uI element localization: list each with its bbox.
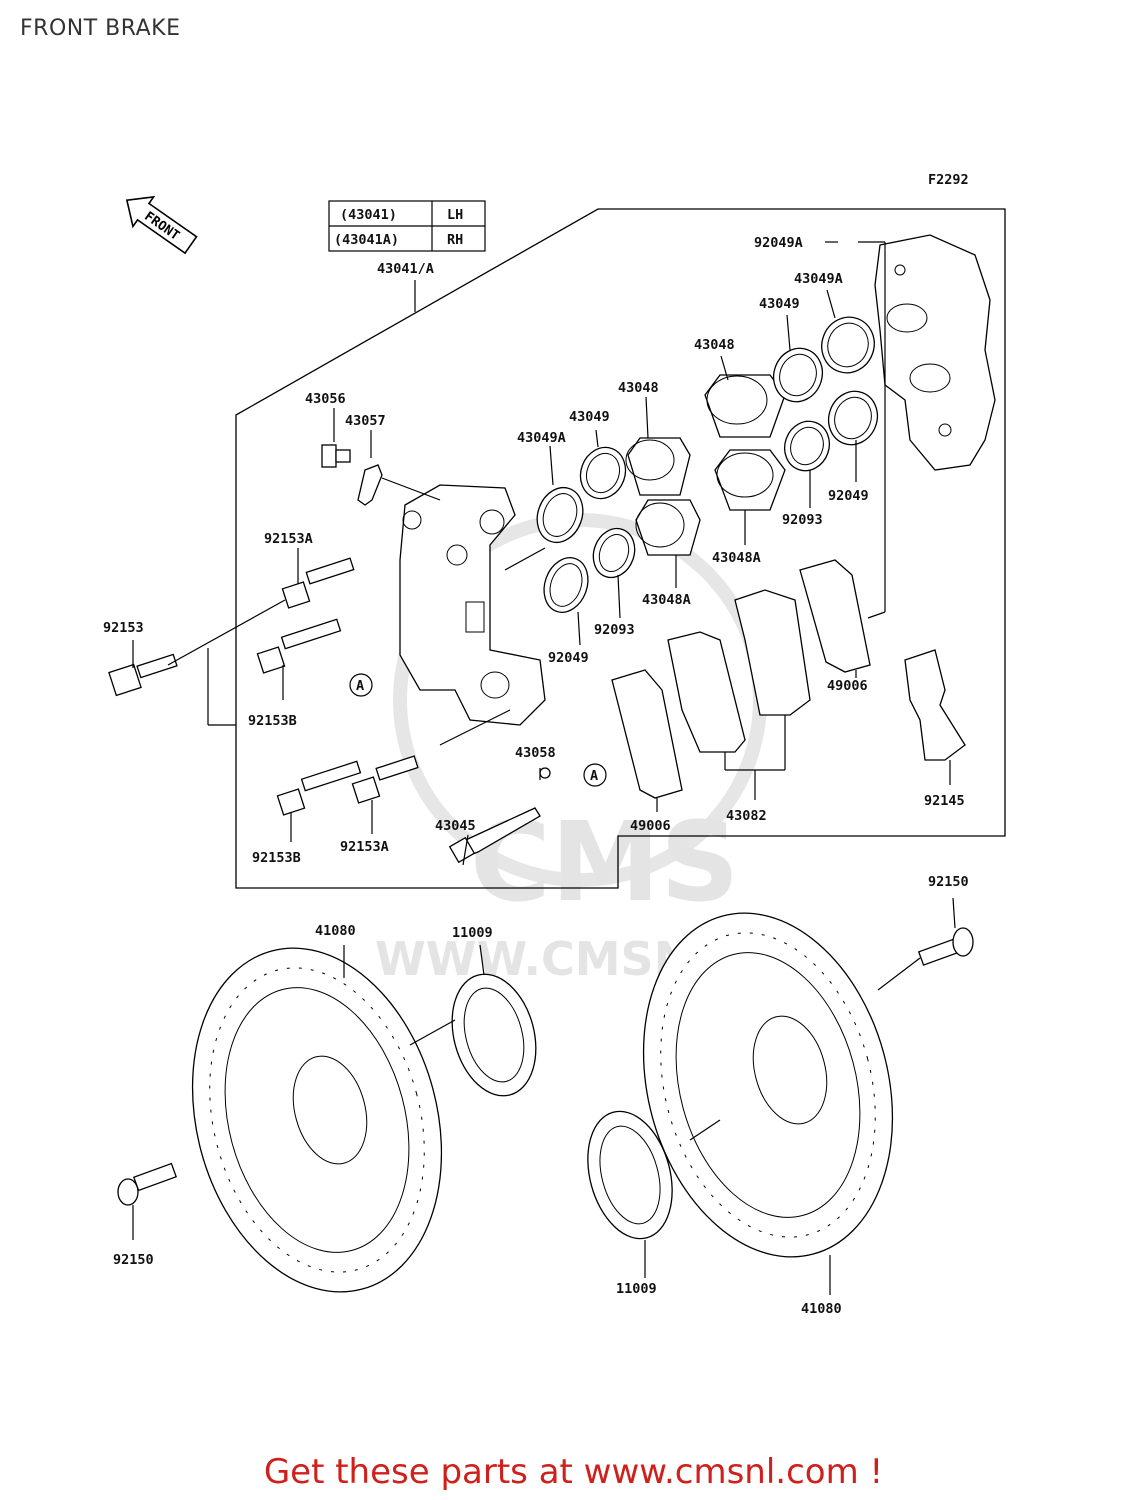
part-label: 43049 — [759, 296, 800, 312]
bolt-92153A-bottom — [351, 755, 419, 804]
part-label: 43049A — [794, 271, 843, 287]
shim-49006-right — [799, 559, 871, 673]
seal-43049A-mid — [536, 486, 584, 544]
seals — [536, 316, 879, 613]
brake-disc-left — [191, 947, 443, 1293]
watermark-brand: CMS — [470, 798, 739, 926]
part-label: 92049 — [548, 650, 589, 666]
piston-43048A-lower-right — [714, 449, 786, 511]
part-label: 41080 — [801, 1301, 842, 1317]
caliper-left-half — [399, 484, 546, 726]
piston-43048A-lower-mid — [635, 499, 701, 556]
table-row-lh-side: LH — [447, 207, 463, 223]
part-label: 43082 — [726, 808, 767, 824]
part-label: 92153 — [103, 620, 144, 636]
front-brake-diagram: CMS WWW.CMSNL F2292 FRONT (43041) LH (43… — [103, 172, 1006, 1317]
disc-shim-11009-top — [451, 973, 537, 1097]
caliper-bolts — [108, 557, 419, 816]
seal-43049-mid — [579, 446, 627, 500]
table-row-lh-part: (43041) — [340, 207, 397, 223]
part-label: 92145 — [924, 793, 965, 809]
ref-marker-right: A — [583, 763, 607, 787]
pistons — [625, 374, 786, 556]
bolt-92153B-bottom — [276, 760, 362, 816]
brake-disc-right — [642, 912, 894, 1258]
table-row-rh-part: (43041A) — [334, 232, 399, 248]
part-label: 92153A — [264, 531, 313, 547]
part-label: 92150 — [928, 874, 969, 890]
part-label: 49006 — [827, 678, 868, 694]
part-label: 43048 — [694, 337, 735, 353]
part-label: 92153A — [340, 839, 389, 855]
bolt-92153 — [108, 653, 178, 697]
part-label: 92093 — [782, 512, 823, 528]
footer-cta[interactable]: Get these parts at www.cmsnl.com ! — [263, 1452, 884, 1492]
seal-92093-right — [783, 420, 831, 472]
part-label: 92093 — [594, 622, 635, 638]
part-label: 41080 — [315, 923, 356, 939]
part-label: 11009 — [616, 1281, 657, 1297]
ref-marker-right-text: A — [590, 768, 598, 784]
seal-92049-mid — [543, 557, 589, 613]
table-row-rh-side: RH — [447, 232, 463, 248]
leader-lines — [132, 241, 956, 1295]
part-label: 43056 — [305, 391, 346, 407]
brake-pads — [611, 559, 966, 799]
part-label: 43057 — [345, 413, 386, 429]
front-arrow-icon: FRONT — [125, 195, 198, 255]
ref-marker-left: A — [349, 673, 373, 697]
part-label: 43048A — [642, 592, 691, 608]
part-label: 43045 — [435, 818, 476, 834]
seal-43049-right — [772, 347, 824, 403]
part-label: 43048 — [618, 380, 659, 396]
disc-bolt-92150-right — [917, 927, 974, 966]
part-label: 92153B — [248, 713, 297, 729]
pad-pin-43045 — [448, 807, 541, 864]
assembly-table: (43041) LH (43041A) RH 43041/A — [328, 200, 486, 312]
shim-49006-left — [611, 669, 683, 799]
pad-43082-rear — [734, 589, 811, 716]
bleeder-43056 — [321, 444, 351, 468]
part-label: 92049 — [828, 488, 869, 504]
figure-code: F2292 — [928, 172, 969, 188]
bolt-92153A-top — [281, 557, 355, 609]
seal-92093-mid — [592, 527, 636, 579]
part-label: 43058 — [515, 745, 556, 761]
part-label: 43049 — [569, 409, 610, 425]
clip-43058 — [539, 767, 551, 779]
assembly-boundary — [235, 208, 1006, 889]
part-label: 92153B — [252, 850, 301, 866]
part-labels: 92049A 43049A 43049 43048 43048 43049 43… — [103, 235, 969, 1317]
page-title: FRONT BRAKE — [20, 16, 181, 41]
disc-shim-11009-bottom — [587, 1110, 673, 1240]
assembly-label: 43041/A — [377, 261, 434, 277]
part-label: 43049A — [517, 430, 566, 446]
part-label: 11009 — [452, 925, 493, 941]
seal-92049-right — [827, 390, 879, 446]
piston-43048-upper-mid — [625, 437, 691, 496]
pad-43082-front — [667, 631, 746, 753]
disc-bolt-92150-left — [117, 1162, 178, 1206]
bolt-92153B-top — [256, 618, 342, 674]
part-label: 49006 — [630, 818, 671, 834]
bleeder-cap-43057 — [357, 464, 383, 506]
spring-92145 — [904, 649, 966, 761]
part-label: 43048A — [712, 550, 761, 566]
part-label: 92150 — [113, 1252, 154, 1268]
caliper-right-half — [874, 234, 996, 471]
piston-43048-upper-right — [704, 374, 786, 438]
part-label: 92049A — [754, 235, 803, 251]
seal-43049A-right — [821, 316, 875, 374]
ref-marker-left-text: A — [356, 678, 364, 694]
